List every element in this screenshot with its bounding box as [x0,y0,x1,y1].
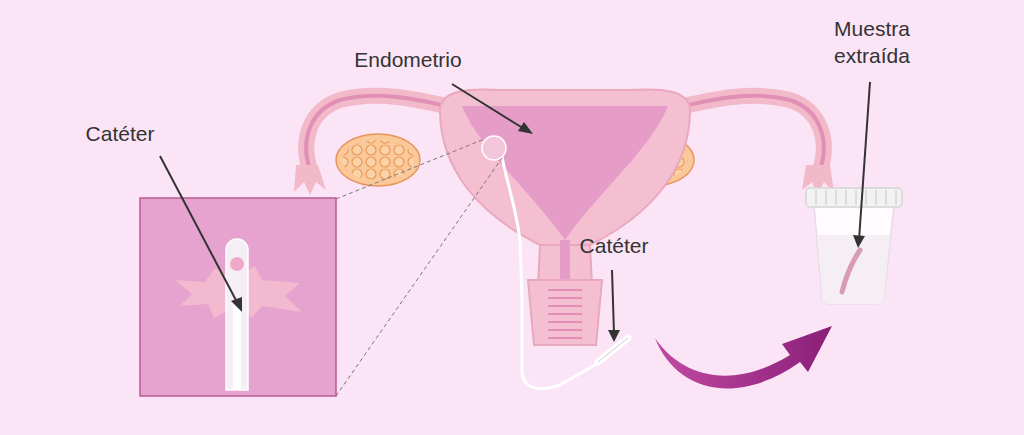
sample-site [482,136,506,160]
leader-arrowheads [231,122,865,342]
vagina [528,280,602,345]
inset-zoom [140,198,336,396]
fimbriae [294,165,326,195]
sample-cup [806,188,902,304]
endometrium [462,106,668,240]
transfer-arrow [655,326,832,388]
sample-label: Muestra extraída [812,15,932,69]
catheter-handle [598,338,628,362]
catheter [500,145,600,389]
leader-lines [160,82,870,334]
catheter-label: Catéter [539,232,689,259]
catheter-handle-outline [598,338,628,362]
cervical-canal [560,240,570,285]
vaginal-rugae [548,290,582,338]
ovary [336,134,420,186]
uterus [440,89,690,262]
catheter-label: Catéter [45,120,195,147]
zoom-lines [336,140,502,396]
endometrium-label: Endometrio [318,46,498,73]
